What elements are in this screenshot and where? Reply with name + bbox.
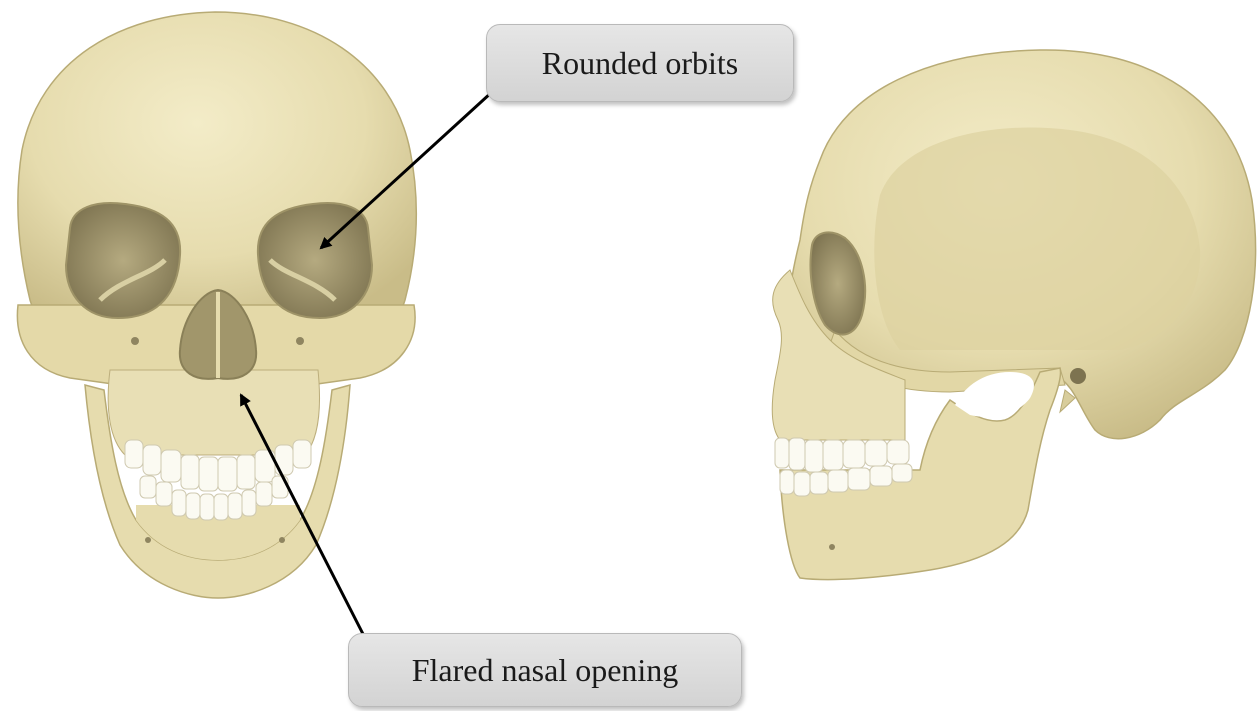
side-skull <box>772 50 1255 580</box>
label-rounded-orbits: Rounded orbits <box>486 24 794 102</box>
right-orbit <box>258 203 372 318</box>
front-skull <box>17 12 416 598</box>
label-flared-nasal-opening-text: Flared nasal opening <box>412 652 679 689</box>
label-flared-nasal-opening: Flared nasal opening <box>348 633 742 707</box>
label-rounded-orbits-text: Rounded orbits <box>542 45 738 82</box>
